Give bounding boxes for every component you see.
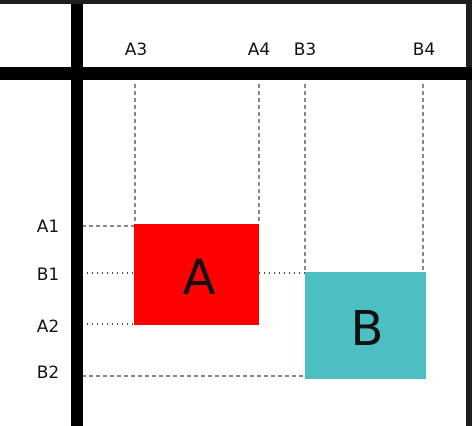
row-label-b2: B2 xyxy=(37,363,59,383)
rect-b-label: B xyxy=(351,301,384,357)
rect-b xyxy=(305,272,426,379)
row-label-b1: B1 xyxy=(37,265,59,285)
row-label-a2: A2 xyxy=(37,317,59,337)
vertical-axis xyxy=(71,4,83,426)
horizontal-axis xyxy=(0,67,472,80)
rect-a-label: A xyxy=(183,250,216,306)
guide-lines xyxy=(82,84,424,377)
row-label-a1: A1 xyxy=(37,217,59,237)
column-label-b3: B3 xyxy=(294,40,316,60)
column-label-a3: A3 xyxy=(125,40,147,60)
column-label-a4: A4 xyxy=(248,40,270,60)
rect-a xyxy=(134,224,259,325)
column-label-b4: B4 xyxy=(413,40,435,60)
